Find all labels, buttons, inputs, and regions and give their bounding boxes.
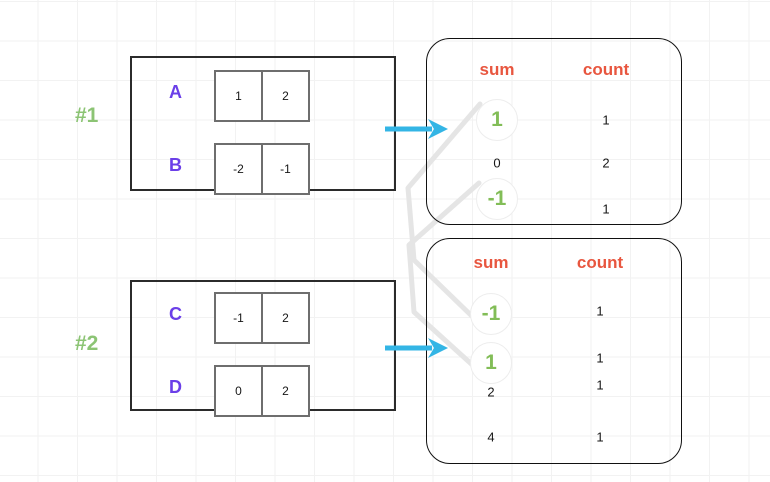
output-1-header-sum: sum	[479, 60, 515, 79]
output-2-header-count: count	[576, 253, 624, 272]
cell-d-1: 2	[261, 365, 310, 417]
output-1-sum-0: 1	[476, 99, 518, 141]
input-panel-1: A 1 2 B -2 -1	[130, 56, 396, 195]
output-2-count-0: 1	[596, 303, 604, 319]
row-label-c: C	[169, 304, 182, 324]
output-1-count-1: 2	[602, 155, 610, 171]
row-label-b: B	[169, 155, 182, 175]
output-1-count-0: 1	[602, 112, 610, 128]
output-2-count-1: 1	[596, 350, 604, 366]
output-2-header-sum: sum	[473, 253, 509, 272]
output-1-header-count: count	[582, 60, 630, 79]
output-2-count-2: 1	[596, 377, 604, 393]
output-1-sum-1: 0	[493, 155, 501, 171]
output-2-count-3: 1	[596, 429, 604, 445]
cell-c-1: 2	[261, 292, 310, 344]
output-1-sum-2: -1	[476, 178, 518, 220]
group-label-1: #1	[75, 104, 99, 127]
cell-b-0: -2	[214, 143, 263, 195]
output-2-sum-1: 1	[470, 342, 512, 384]
row-cells-d: 0 2	[214, 365, 310, 417]
output-panel-2	[426, 238, 682, 464]
output-2-sum-0: -1	[470, 293, 512, 335]
row-cells-c: -1 2	[214, 292, 310, 344]
row-cells-a: 1 2	[214, 70, 310, 122]
output-1-count-2: 1	[602, 201, 610, 217]
row-cells-b: -2 -1	[214, 143, 310, 195]
input-panel-2: C -1 2 D 0 2	[130, 280, 396, 417]
cell-b-1: -1	[261, 143, 310, 195]
output-2-sum-3: 4	[487, 429, 495, 445]
row-label-d: D	[169, 377, 182, 397]
output-panel-1	[426, 38, 682, 225]
row-label-a: A	[169, 82, 182, 102]
cell-c-0: -1	[214, 292, 263, 344]
cell-a-1: 2	[261, 70, 310, 122]
output-2-sum-2: 2	[487, 384, 495, 400]
group-label-2: #2	[75, 332, 99, 355]
cell-a-0: 1	[214, 70, 263, 122]
cell-d-0: 0	[214, 365, 263, 417]
